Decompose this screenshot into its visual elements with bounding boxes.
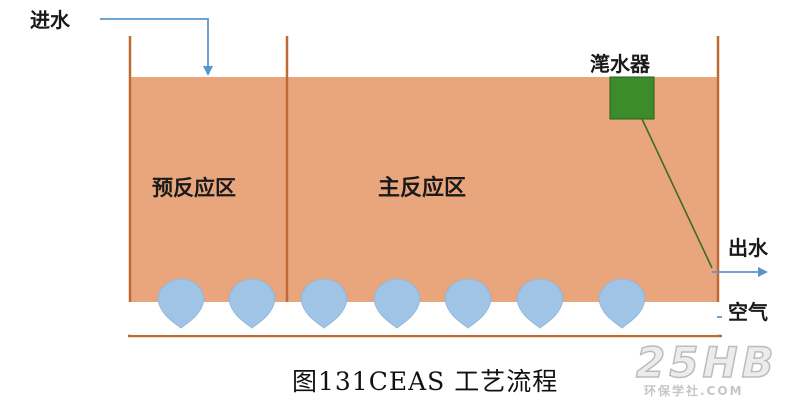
diffuser-bubble (228, 278, 276, 329)
inflow-arrowhead (203, 66, 213, 76)
decanter-box (609, 76, 655, 120)
pre-reaction-zone-label: 预反应区 (152, 176, 236, 200)
diffuser-bubble (598, 278, 646, 329)
decanter-hose (641, 118, 713, 269)
diffuser-bubble (300, 278, 348, 329)
watermark-logo: 25HB (635, 337, 778, 388)
diffuser-bubble (373, 278, 421, 329)
diffuser-bubble (444, 278, 492, 329)
diffuser-bubble (157, 278, 205, 329)
main-reaction-zone-label: 主反应区 (378, 176, 467, 201)
outflow-label: 出水 (728, 236, 768, 260)
air-label: 空气 (728, 300, 768, 324)
decanter-label: 滗水器 (590, 52, 650, 76)
diffuser-bubbles (131, 278, 717, 335)
watermark: 25HB 环保学社.COM (635, 337, 796, 398)
watermark-tagline: 环保学社.COM (644, 384, 744, 398)
inflow-label: 进水 (30, 8, 70, 32)
diffuser-bubble (516, 278, 564, 329)
inflow-pipe (100, 18, 209, 70)
figure-caption: 图131CEAS 工艺流程 (292, 367, 559, 396)
outflow-arrowhead (758, 267, 768, 277)
